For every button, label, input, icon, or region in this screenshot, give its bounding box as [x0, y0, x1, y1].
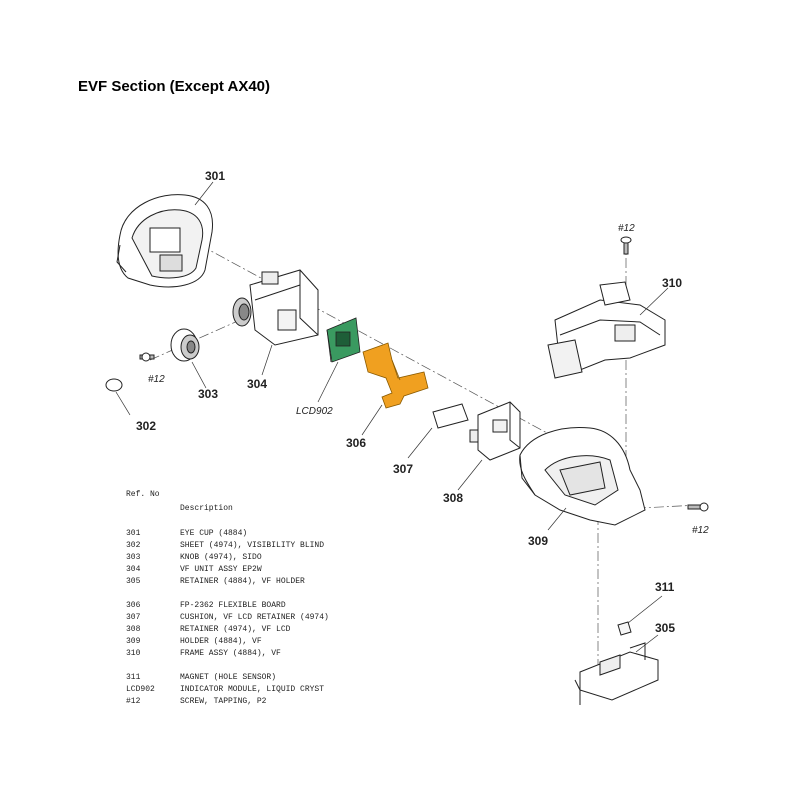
ref-no: 307 [126, 613, 141, 622]
part-303-knob [170, 328, 200, 362]
callout-screw-12-top: #12 [618, 223, 635, 234]
screw-12-top [620, 236, 632, 255]
ref-no: 304 [126, 565, 141, 574]
ref-no: 303 [126, 553, 141, 562]
callout-304: 304 [247, 377, 267, 391]
callout-screw-12-left: #12 [148, 374, 165, 385]
screw-12-left [139, 352, 155, 362]
callout-305: 305 [655, 621, 675, 635]
part-308-retainer [469, 401, 521, 461]
part-302-sheet [105, 378, 123, 392]
part-description: EYE CUP (4884) [180, 529, 248, 538]
ref-no: LCD902 [126, 685, 155, 694]
part-309-holder [519, 426, 646, 526]
part-description: INDICATOR MODULE, LIQUID CRYST [180, 685, 325, 694]
part-307-cushion [432, 403, 469, 429]
part-301-eye-cup [116, 194, 214, 288]
ref-no: 301 [126, 529, 141, 538]
screw-12-right [687, 502, 709, 512]
callout-310: 310 [662, 276, 682, 290]
part-lcd902-board [326, 317, 361, 363]
leader-lines [115, 181, 669, 653]
callout-308: 308 [443, 491, 463, 505]
part-description: HOLDER (4884), VF [180, 637, 262, 646]
part-304-vf-unit [232, 269, 319, 346]
ref-no-header: Ref. No [126, 490, 160, 499]
ref-no: 308 [126, 625, 141, 634]
part-306-flexible-board [362, 342, 429, 409]
description-header: Description [180, 504, 233, 513]
page-title: EVF Section (Except AX40) [78, 78, 270, 95]
part-description: RETAINER (4884), VF HOLDER [180, 577, 305, 586]
ref-no: 306 [126, 601, 141, 610]
callout-303: 303 [198, 387, 218, 401]
part-305-retainer [574, 642, 659, 705]
callout-311: 311 [655, 580, 675, 594]
part-description: CUSHION, VF LCD RETAINER (4974) [180, 613, 329, 622]
part-description: SCREW, TAPPING, P2 [180, 697, 267, 706]
callout-lcd902: LCD902 [296, 406, 333, 417]
part-description: RETAINER (4974), VF LCD [180, 625, 291, 634]
part-description: FP-2362 FLEXIBLE BOARD [180, 601, 286, 610]
callout-screw-12-right: #12 [692, 525, 709, 536]
ref-no: #12 [126, 697, 141, 706]
part-description: VF UNIT ASSY EP2W [180, 565, 262, 574]
callout-306: 306 [346, 436, 366, 450]
ref-no: 310 [126, 649, 141, 658]
part-310-frame-assy [547, 281, 666, 379]
part-description: FRAME ASSY (4884), VF [180, 649, 281, 658]
part-description: MAGNET (HOLE SENSOR) [180, 673, 277, 682]
callout-301: 301 [205, 169, 225, 183]
callout-302: 302 [136, 419, 156, 433]
ref-no: 302 [126, 541, 141, 550]
callout-309: 309 [528, 534, 548, 548]
ref-no: 309 [126, 637, 141, 646]
part-description: KNOB (4974), SIDO [180, 553, 262, 562]
part-311-magnet [617, 621, 632, 636]
ref-no: 305 [126, 577, 141, 586]
callout-307: 307 [393, 462, 413, 476]
ref-no: 311 [126, 673, 141, 682]
part-description: SHEET (4974), VISIBILITY BLIND [180, 541, 325, 550]
